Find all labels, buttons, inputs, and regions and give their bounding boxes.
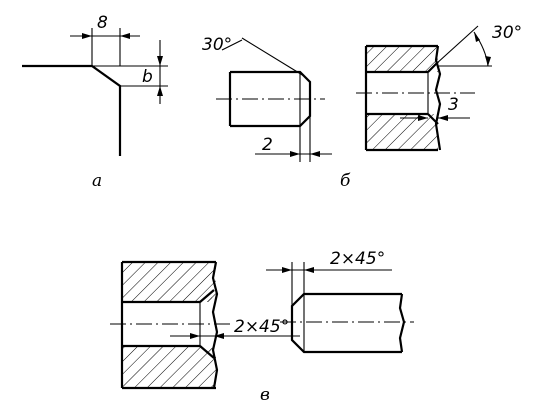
figure-v-hole: 2×45° в [110, 260, 300, 405]
shaft-length-label: 2 [262, 135, 273, 155]
corner-chamfer-outline [22, 64, 122, 156]
caption-v: в [260, 385, 270, 405]
dim-label-width: 8 [97, 13, 108, 33]
shaft-chamfer-label: 2×45° [330, 249, 385, 269]
hole-angle-label: 30° [492, 23, 522, 43]
caption-b: б [340, 171, 351, 191]
dim-label-height: b [142, 67, 153, 87]
hole-chamfer-label: 2×45° [234, 317, 289, 337]
hole-length-label: 3 [448, 95, 459, 115]
figure-b-shaft: 30° 2 б [202, 35, 351, 191]
figure-v-shaft: 2×45° [266, 249, 414, 354]
figure-b-hole: 30° 3 [356, 23, 522, 152]
caption-a: а [92, 171, 102, 191]
figure-a: 8 b а [22, 13, 168, 191]
shaft-angle-label: 30° [202, 35, 232, 55]
